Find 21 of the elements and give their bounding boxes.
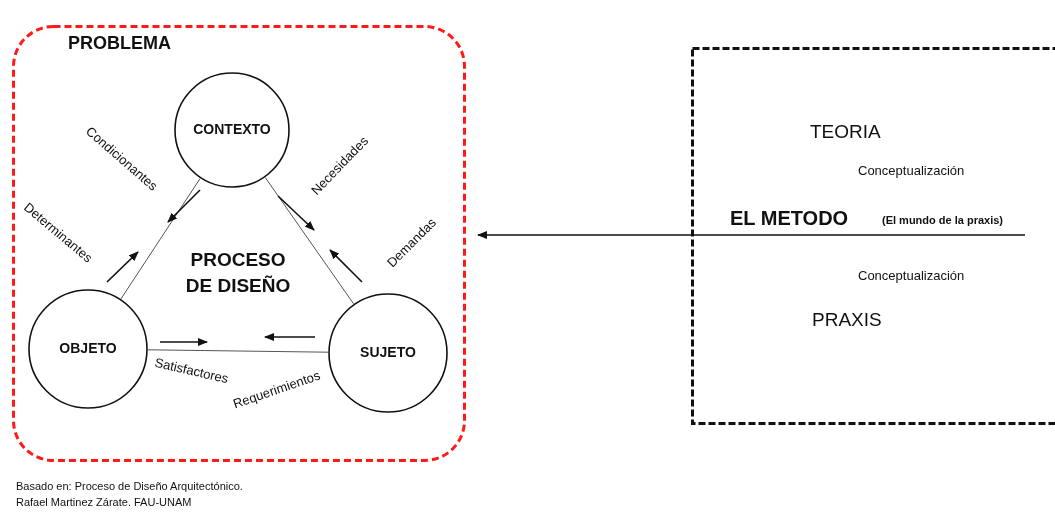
region-text: TEORIA bbox=[810, 121, 881, 143]
region-title: PROBLEMA bbox=[68, 33, 171, 54]
node-label: OBJETO bbox=[58, 340, 118, 356]
region-text: PRAXIS bbox=[812, 309, 882, 331]
region-text: Conceptualización bbox=[858, 163, 965, 178]
region-text: (El mundo de la praxis) bbox=[882, 214, 1004, 226]
node-label: SUJETO bbox=[359, 344, 417, 360]
connector-line bbox=[264, 177, 355, 305]
center-title: PROCESO DE DISEÑO bbox=[184, 248, 292, 298]
connector-line bbox=[147, 349, 329, 353]
concept-circle bbox=[174, 72, 290, 188]
source-caption: Basado en: Proceso de Diseño Arquitectónico. Rafael Martinez Zárate. FAU-UNAM bbox=[16, 479, 244, 510]
problem-region bbox=[12, 25, 466, 462]
concept-circle bbox=[28, 289, 148, 409]
node-label: CONTEXTO bbox=[192, 121, 272, 137]
connector-line bbox=[120, 177, 201, 300]
region-text: EL METODO bbox=[730, 207, 849, 230]
concept-circle bbox=[328, 293, 448, 413]
method-region bbox=[691, 47, 1055, 425]
region-text: Conceptualización bbox=[858, 268, 965, 283]
arrow bbox=[477, 231, 1026, 239]
